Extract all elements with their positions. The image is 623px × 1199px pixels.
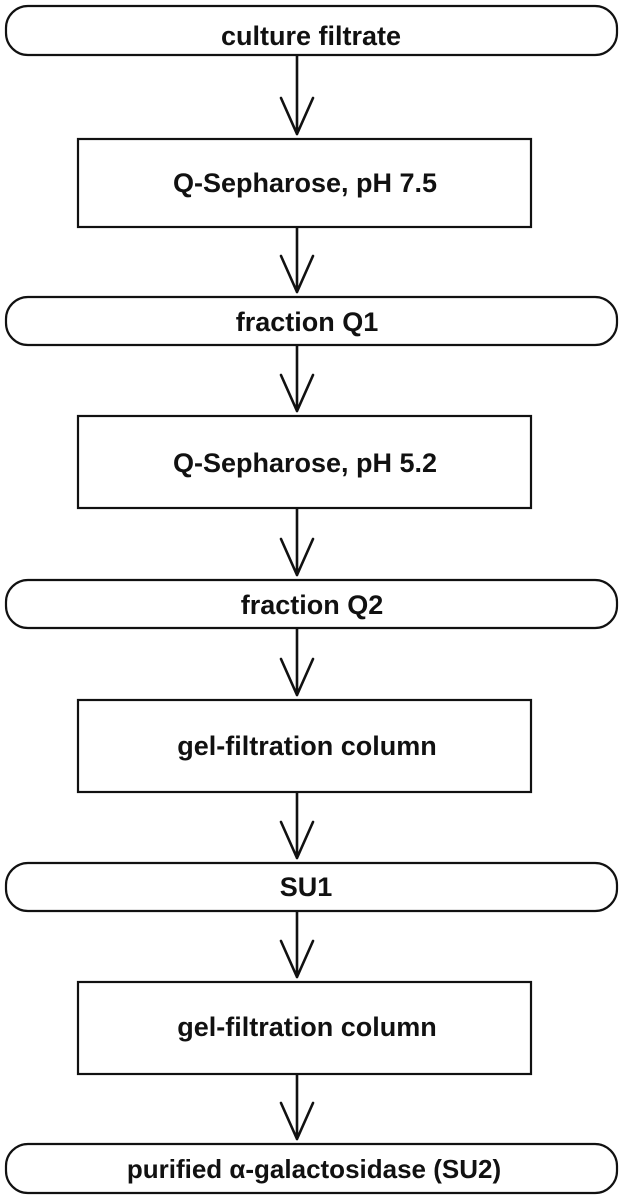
node-gel-filtration-column-2: gel-filtration column <box>76 980 533 1076</box>
edge-q2-to-gel1 <box>279 627 315 697</box>
node-label: culture filtrate <box>221 21 401 51</box>
arrow-down-icon <box>279 791 315 860</box>
edge-gel2-to-purified <box>279 1073 315 1141</box>
node-label: gel-filtration column <box>177 1012 437 1042</box>
node-label: SU1 <box>280 872 333 902</box>
node-q-sepharose-ph-7-5: Q-Sepharose, pH 7.5 <box>76 137 533 229</box>
node-gel-filtration-column-1: gel-filtration column <box>76 698 533 794</box>
arrow-down-icon <box>279 910 315 979</box>
node-label: Q-Sepharose, pH 5.2 <box>173 448 437 478</box>
edge-q52-to-q2 <box>279 507 315 577</box>
edge-culture-to-q75 <box>279 54 315 136</box>
node-label: fraction Q2 <box>241 590 384 620</box>
edge-q1-to-q52 <box>279 344 315 413</box>
node-label: fraction Q1 <box>236 307 379 337</box>
node-culture-filtrate: culture filtrate <box>4 4 619 57</box>
arrow-down-icon <box>279 54 315 136</box>
node-q-sepharose-ph-5-2: Q-Sepharose, pH 5.2 <box>76 414 533 510</box>
node-fraction-q1: fraction Q1 <box>4 295 619 347</box>
arrow-down-icon <box>279 226 315 294</box>
arrow-down-icon <box>279 627 315 697</box>
node-label: gel-filtration column <box>177 731 437 761</box>
arrow-down-icon <box>279 344 315 413</box>
node-purified-alpha-galactosidase: purified α-galactosidase (SU2) <box>4 1142 619 1195</box>
arrow-down-icon <box>279 507 315 577</box>
edge-q75-to-q1 <box>279 226 315 294</box>
node-label: purified α-galactosidase (SU2) <box>127 1154 501 1184</box>
node-fraction-q2: fraction Q2 <box>4 578 619 630</box>
edge-su1-to-gel2 <box>279 910 315 979</box>
node-su1: SU1 <box>4 861 619 913</box>
node-label: Q-Sepharose, pH 7.5 <box>173 168 437 198</box>
arrow-down-icon <box>279 1073 315 1141</box>
edge-gel1-to-su1 <box>279 791 315 860</box>
